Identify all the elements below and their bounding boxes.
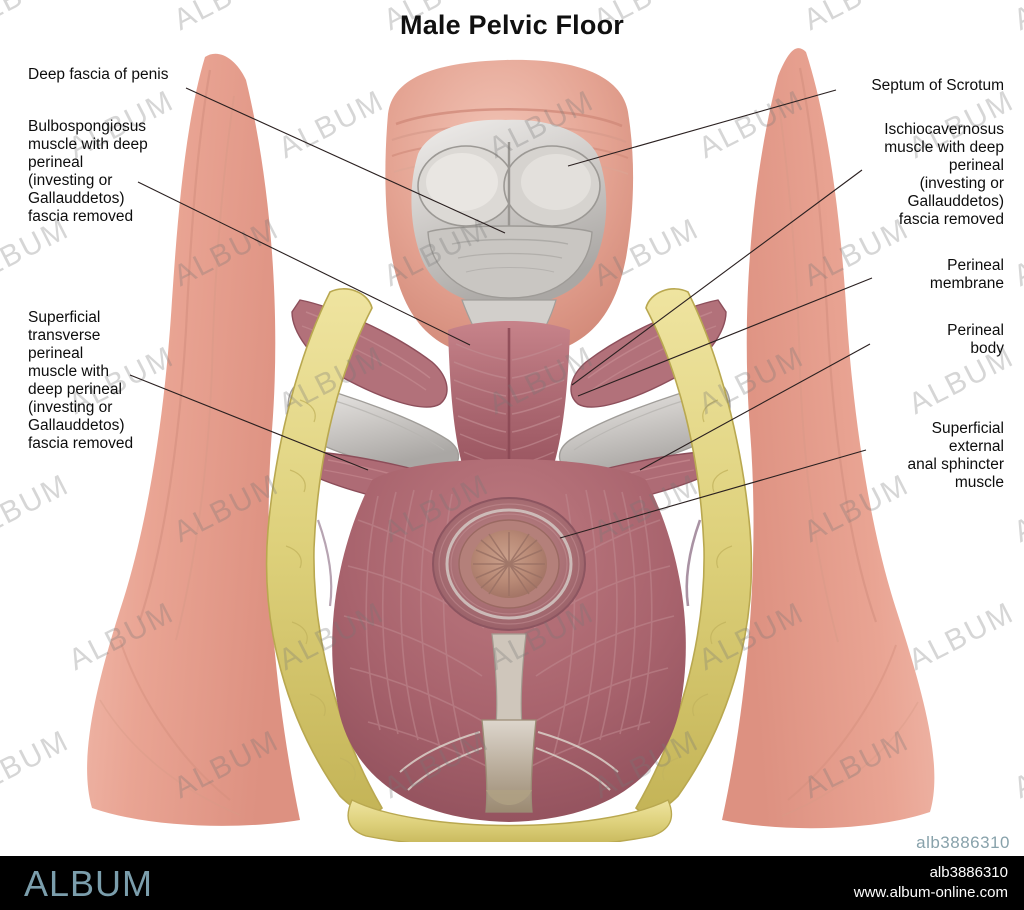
album-logo: ALBUM xyxy=(24,863,154,904)
external-anal-sphincter-structure xyxy=(432,497,586,631)
label-deep-fascia-of-penis: Deep fascia of penis xyxy=(28,66,169,83)
page-title: Male Pelvic Floor xyxy=(400,10,624,40)
bulbospongiosus-muscle-structure xyxy=(448,321,570,482)
label-superficial-external-anal-sphincter-muscle: Superficial external anal sphincter musc… xyxy=(907,420,1004,491)
annotation-layer: Deep fascia of penis Bulbospongiosus mus… xyxy=(28,66,1004,539)
footer-credit: alb3886310 www.album-online.com xyxy=(854,863,1008,903)
image-id-credit: alb3886310 xyxy=(916,833,1010,852)
label-superficial-transverse-perineal-muscle: Superficial transverse perineal muscle w… xyxy=(28,309,134,452)
footer-website-url: www.album-online.com xyxy=(853,884,1008,901)
label-bulbospongiosus-muscle: Bulbospongiosus muscle with deep perinea… xyxy=(28,118,148,225)
label-ischiocavernosus-muscle: Ischiocavernosus muscle with deep perine… xyxy=(884,121,1004,228)
label-perineal-body: Perineal body xyxy=(947,322,1004,357)
footer-image-id: alb3886310 xyxy=(929,864,1008,881)
label-perineal-membrane: Perineal membrane xyxy=(929,257,1004,292)
footer-bar: ALBUM alb3886310 www.album-online.com xyxy=(0,856,1024,910)
label-septum-of-scrotum: Septum of Scrotum xyxy=(871,77,1004,94)
anococcygeal-body xyxy=(399,633,619,813)
